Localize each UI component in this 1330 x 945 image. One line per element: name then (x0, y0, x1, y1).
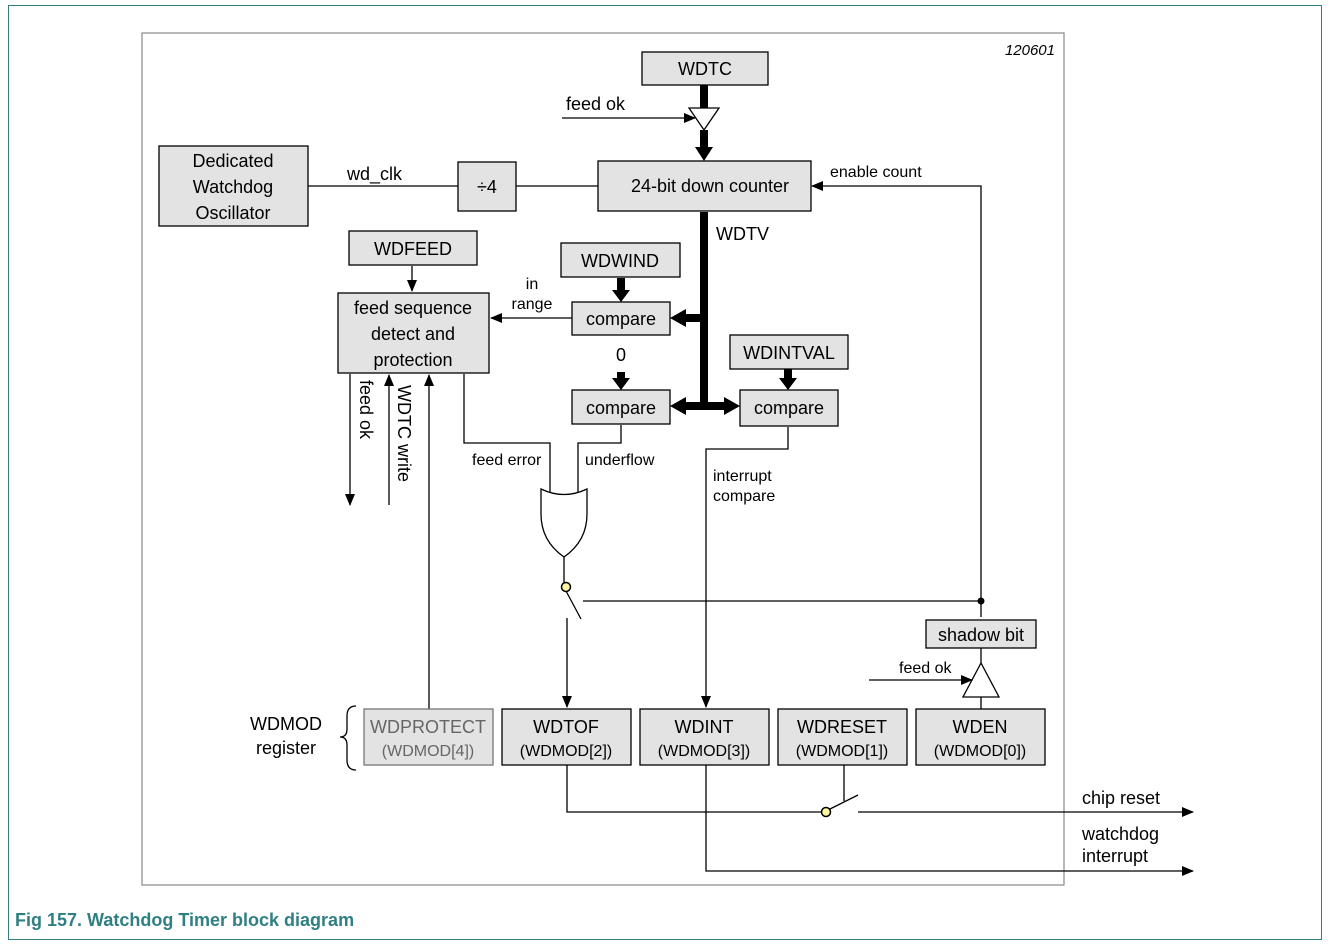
arrowhead (779, 378, 797, 390)
compare-zero-label: compare (586, 398, 656, 418)
wdint-bit: (WDMOD[3]) (658, 743, 750, 760)
wdtc-buffer (687, 107, 721, 132)
chip-reset-label: chip reset (1082, 788, 1160, 808)
oscillator-label-line1: Dedicated (192, 151, 273, 171)
feed-sequence-block (337, 292, 490, 374)
wdtof-name: WDTOF (533, 717, 599, 737)
wden-field (915, 708, 1046, 766)
wdtc-block (641, 51, 769, 86)
wdint-field (639, 708, 770, 766)
wdfeed-label: WDFEED (374, 239, 452, 259)
wd-clk-label: wd_clk (346, 164, 403, 185)
arrowhead (695, 147, 713, 161)
arrowhead (670, 309, 686, 327)
arrowhead (724, 397, 740, 415)
wdtc-write-label: WDTC write (394, 385, 414, 482)
oscillator-label-line2: Watchdog (193, 177, 273, 197)
feed-error-wire (463, 374, 551, 493)
wdtc-label: WDTC (678, 59, 732, 79)
div4-label: ÷4 (477, 177, 497, 197)
oscillator-label-line3: Oscillator (195, 203, 270, 223)
wdprotect-bit: (WDMOD[4]) (382, 743, 474, 760)
compare-window-block (571, 301, 671, 336)
compare-zero-block (571, 389, 671, 425)
wdtof-bit: (WDMOD[2]) (520, 743, 612, 760)
wdwind-label: WDWIND (581, 251, 659, 271)
watchdog-label: watchdog (1081, 824, 1159, 844)
figure-id: 120601 (1005, 42, 1055, 59)
compare-interrupt-label: compare (754, 398, 824, 418)
underflow-label: underflow (585, 452, 655, 469)
shadow-bit-block (925, 619, 1037, 649)
arrowhead (612, 290, 630, 302)
interrupt-out-label: interrupt (1082, 846, 1148, 866)
watchdog-interrupt-wire (705, 765, 1194, 876)
wdreset-field (777, 708, 908, 766)
reset-switch-blade (829, 794, 859, 810)
feed-ok-vertical-label: feed ok (356, 380, 376, 440)
figure-frame (8, 5, 1322, 940)
compare-interrupt-block (739, 389, 839, 427)
wdreset-name: WDRESET (797, 717, 887, 737)
compare-label: compare (713, 488, 775, 505)
wdintval-label: WDINTVAL (743, 343, 835, 363)
wdtv-label: WDTV (716, 224, 769, 244)
arrowhead (670, 397, 686, 415)
switch-pivot (560, 581, 572, 593)
reset-switch-pivot (820, 806, 832, 818)
diagram-border (141, 32, 1065, 886)
wdprotect-field (363, 708, 494, 766)
feed-ok-shadow-label: feed ok (899, 660, 952, 677)
feed-sequence-label-line1: feed sequence (354, 298, 472, 318)
range-label: range (512, 296, 553, 313)
feed-sequence-label-line2: detect and (371, 324, 455, 344)
oscillator-block (158, 145, 309, 227)
feed-ok-top-label: feed ok (566, 94, 626, 114)
counter-label: 24-bit down counter (631, 176, 789, 196)
underflow-wire (577, 425, 622, 493)
interrupt-compare-wire (701, 427, 789, 708)
figure-caption: Fig 157. Watchdog Timer block diagram (15, 910, 355, 930)
wdfeed-block (348, 230, 478, 266)
wdtof-field (501, 708, 632, 766)
zero-label: 0 (616, 345, 626, 365)
in-label: in (526, 276, 538, 293)
div4-block (457, 161, 517, 212)
wdint-name: WDINT (675, 717, 734, 737)
shadow-bit-label: shadow bit (938, 625, 1024, 645)
wdintval-block (729, 334, 849, 370)
register-brace (339, 705, 357, 771)
enable-count-wire (811, 181, 982, 617)
register-label-line2: register (256, 738, 316, 758)
register-label-line1: WDMOD (250, 714, 322, 734)
arrowhead (612, 378, 630, 390)
interrupt-label: interrupt (713, 468, 772, 485)
feed-error-label: feed error (472, 452, 542, 469)
counter-block (597, 160, 812, 212)
wdprotect-name: WDPROTECT (370, 717, 486, 737)
wdtof-to-reset-wire (566, 765, 822, 813)
wdreset-bit: (WDMOD[1]) (796, 743, 888, 760)
enable-count-label: enable count (830, 164, 922, 181)
wdtof-switch-blade (565, 590, 582, 620)
wdwind-block (560, 242, 681, 278)
wden-bit: (WDMOD[0]) (934, 743, 1026, 760)
wden-name: WDEN (953, 717, 1008, 737)
compare-window-label: compare (586, 309, 656, 329)
or-gate (540, 487, 588, 558)
feed-sequence-label-line3: protection (373, 350, 452, 370)
